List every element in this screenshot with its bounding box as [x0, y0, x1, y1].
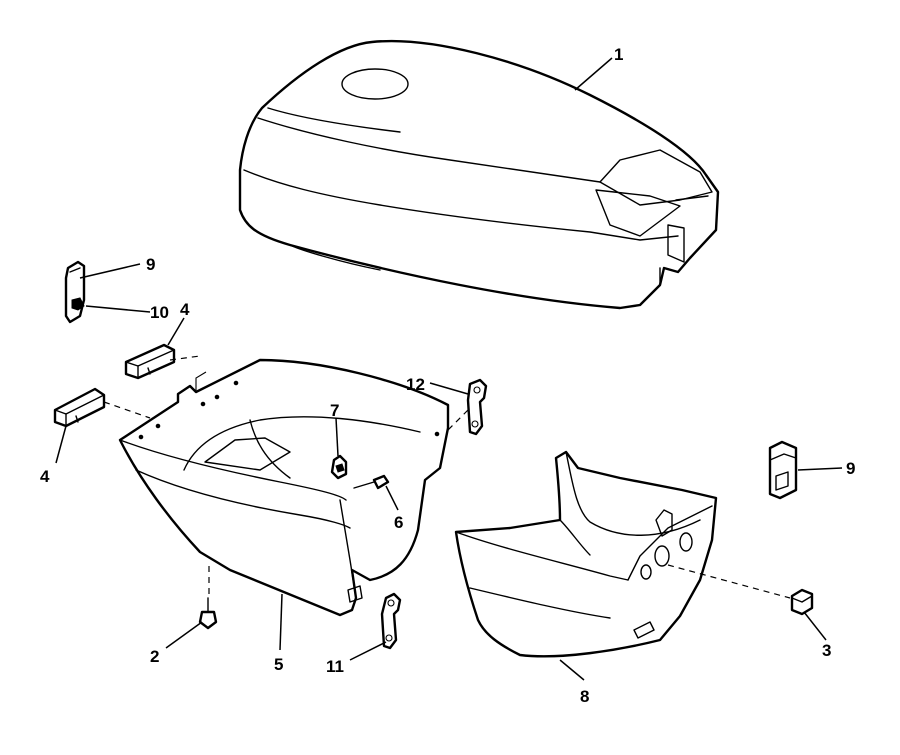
bracket-upper [466, 378, 488, 436]
callout-8: 8 [580, 687, 589, 706]
callout-9-right: 9 [846, 459, 855, 478]
callout-3: 3 [822, 641, 831, 660]
callout-10: 10 [150, 303, 169, 322]
callout-11: 11 [326, 657, 344, 676]
callout-12: 12 [406, 375, 425, 394]
callout-7: 7 [330, 401, 339, 420]
lower-cover-port [118, 358, 450, 617]
latch-handle-right [768, 440, 798, 500]
callout-5: 5 [274, 655, 283, 674]
knob-plug [790, 588, 814, 616]
rubber-pad-lower [53, 387, 106, 428]
leader-lines [55, 57, 843, 681]
latch-handle-left [64, 260, 86, 324]
callout-4-lower: 4 [40, 467, 50, 486]
callout-9-upper: 9 [146, 255, 155, 274]
screw-small [353, 474, 390, 490]
rubber-pad-upper [124, 343, 176, 380]
callout-4-upper: 4 [180, 300, 190, 319]
callout-6: 6 [394, 513, 403, 532]
callout-2: 2 [150, 647, 159, 666]
bracket-lower [380, 592, 402, 650]
clip [330, 454, 348, 480]
screw-bottom [198, 597, 218, 630]
motor-cover-top [238, 39, 720, 310]
lower-cover-starboard [454, 450, 718, 658]
callout-1: 1 [614, 45, 623, 64]
assembly-lines [103, 355, 791, 599]
